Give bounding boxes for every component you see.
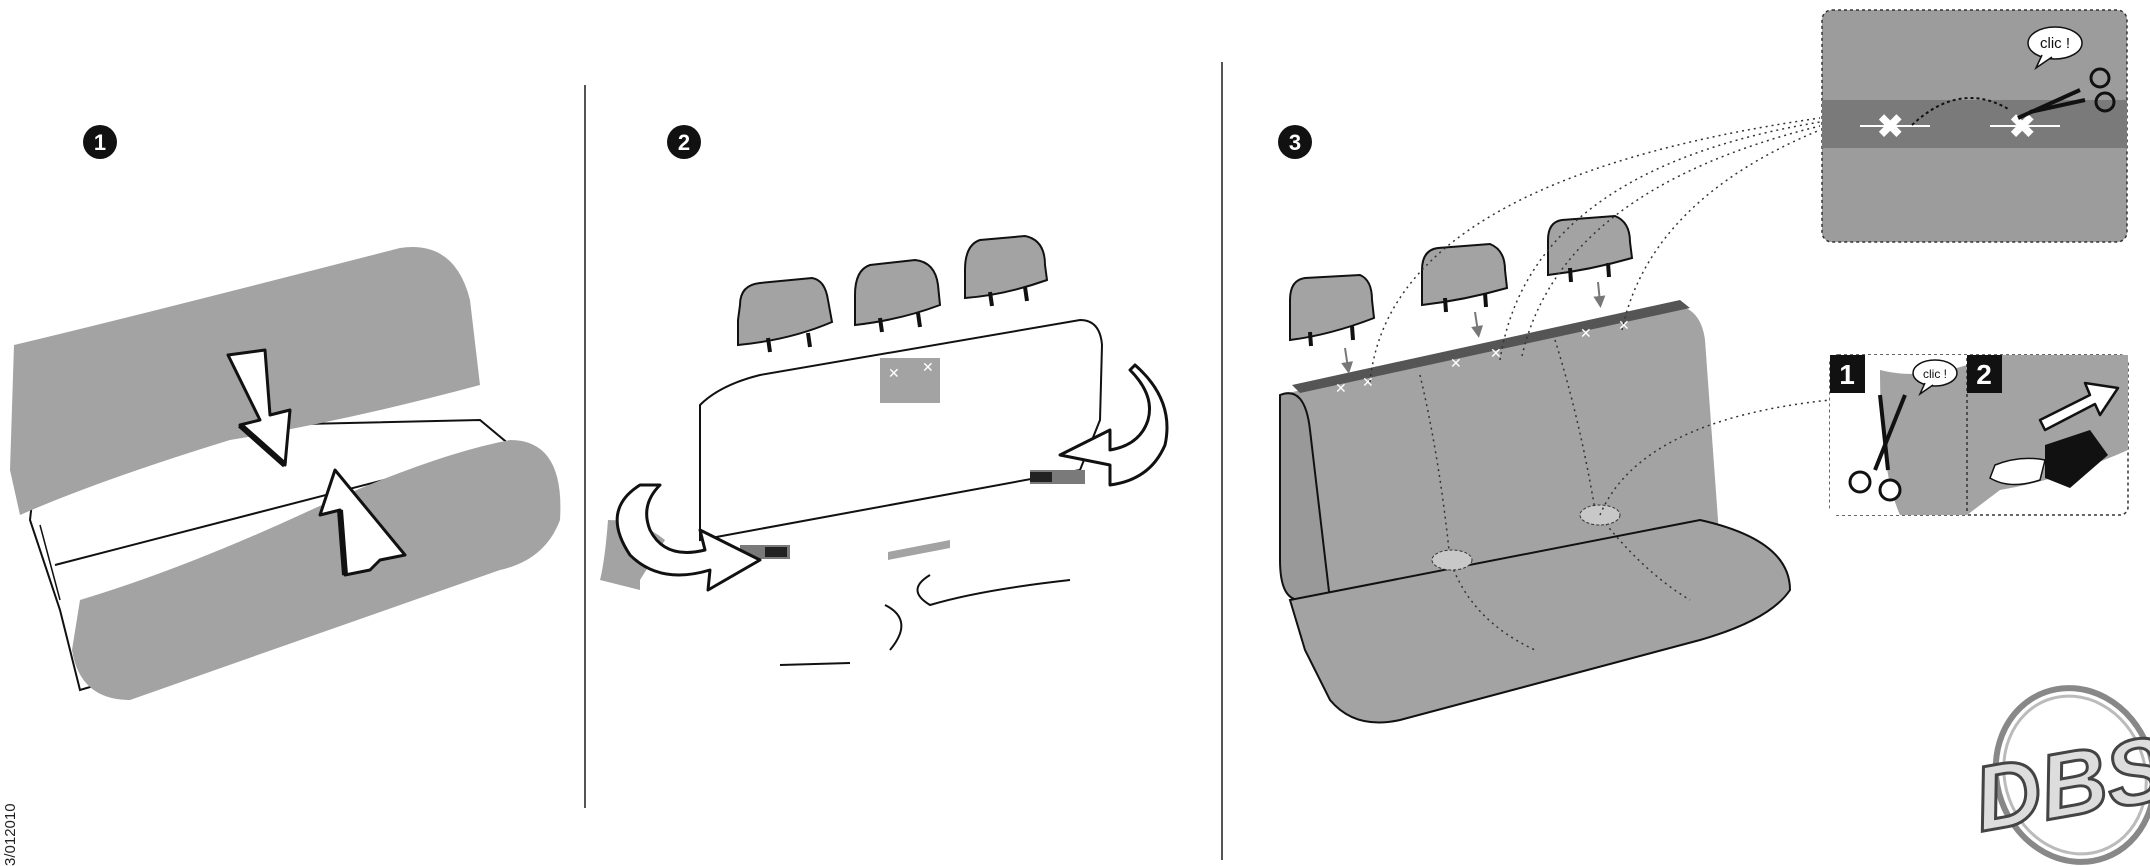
step-1-badge: 1 — [83, 125, 117, 159]
callout-clip-detail: ✖ ✖ clic ! — [1821, 9, 2128, 243]
dbs-logo: DBS — [1965, 685, 2150, 865]
svg-text:✕: ✕ — [1490, 345, 1502, 361]
fold-down-arrow — [226, 348, 292, 467]
tuck-arrow-right — [1058, 363, 1169, 487]
step-3-badge: 3 — [1278, 125, 1312, 159]
callout-cut-detail: 1 2 clic ! — [1829, 354, 2129, 516]
clic-text-small: clic ! — [1923, 367, 1947, 381]
svg-text:✕: ✕ — [1362, 374, 1374, 390]
step-2-badge: 2 — [667, 125, 701, 159]
small-scissors-icon — [1848, 394, 1907, 502]
cushion-cover — [72, 440, 561, 700]
bench-seat — [1288, 518, 1792, 724]
svg-text:✕: ✕ — [1580, 325, 1592, 341]
scissors-icon — [2017, 67, 2116, 120]
clip-fastener-icon — [2045, 430, 2108, 488]
svg-text:✕: ✕ — [1450, 355, 1462, 371]
svg-text:✕: ✕ — [1335, 380, 1347, 396]
clic-text-top: clic ! — [2040, 35, 2070, 52]
callout-dark-band — [1822, 100, 2127, 148]
tuck-arrow-left — [615, 483, 762, 592]
sub-step-2-number: 2 — [1976, 359, 1992, 390]
bench-headrest-left — [1289, 273, 1376, 374]
svg-text:✖: ✖ — [1876, 108, 1905, 146]
clic-speech-bubble-small: clic ! — [1912, 359, 1958, 397]
panel-2-illustration: ✕ ✕ — [600, 234, 1169, 666]
svg-text:✕: ✕ — [922, 359, 934, 375]
pull-out-arrow — [2038, 381, 2120, 432]
fastener-oval-left — [1431, 549, 1473, 571]
headrest-left — [737, 276, 834, 353]
step-1-number: 1 — [94, 130, 106, 155]
headrest-cover-patch — [880, 358, 940, 403]
sub-step-1-badge — [1830, 355, 1865, 393]
clic-speech-bubble: clic ! — [2027, 26, 2083, 71]
document-code: 3/012010 — [2, 803, 19, 866]
svg-text:✕: ✕ — [1618, 317, 1630, 333]
sub-step-1-number: 1 — [1839, 359, 1855, 390]
step-3-number: 3 — [1289, 130, 1301, 155]
backrest-outline — [699, 318, 1104, 542]
panel-1-illustration — [10, 247, 561, 700]
headrest-middle — [854, 258, 942, 333]
svg-text:✕: ✕ — [888, 365, 900, 381]
bench-backrest — [1280, 304, 1719, 600]
sub-step-2-badge — [1967, 355, 2002, 393]
dbs-logo-text: DBS — [1966, 717, 2150, 851]
headrest-right — [964, 234, 1049, 307]
bench-headrest-right — [1547, 214, 1634, 308]
step-2-number: 2 — [678, 130, 690, 155]
bench-headrest-middle — [1421, 242, 1509, 338]
panel-3-illustration: ✕ ✕ ✕ ✕ ✕ ✕ — [1279, 117, 1831, 724]
